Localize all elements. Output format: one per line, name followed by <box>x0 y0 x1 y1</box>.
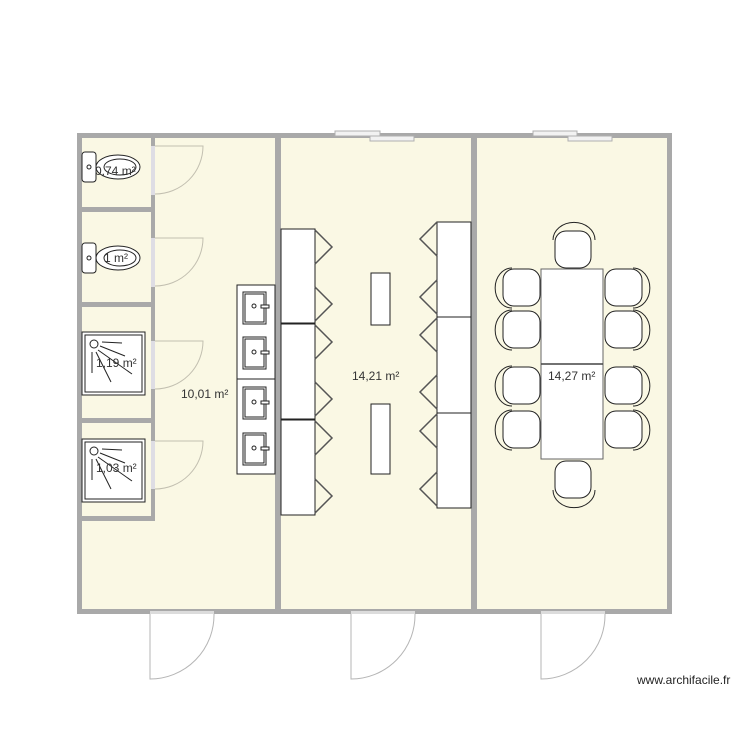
chair-right-2[interactable] <box>604 309 651 351</box>
area-label-dining-room: 14,27 m² <box>548 369 596 383</box>
sink-3[interactable] <box>242 386 270 420</box>
area-label-shower-2: 1,03 m² <box>96 461 137 475</box>
area-label-wc-2: 1 m² <box>104 251 128 265</box>
door-entrance-washroom[interactable] <box>149 611 215 680</box>
sink-4[interactable] <box>242 432 270 466</box>
door-entrance-dining-room[interactable] <box>540 611 606 680</box>
dining-tables <box>540 268 604 460</box>
locker-right-2[interactable] <box>436 316 472 414</box>
locker-left-1[interactable] <box>280 228 316 324</box>
shower-tray-1[interactable] <box>81 331 146 396</box>
bench-1[interactable] <box>370 272 391 326</box>
chairs <box>494 221 651 509</box>
showers <box>81 331 146 503</box>
door-wc-1[interactable] <box>151 145 204 195</box>
toilet-1[interactable] <box>81 151 141 183</box>
wall-partition-2 <box>471 133 477 614</box>
wall-stall-div-4 <box>81 516 155 521</box>
chair-left-2[interactable] <box>494 309 541 351</box>
wall-stall-div-3 <box>81 418 155 423</box>
area-label-locker-room: 14,21 m² <box>352 369 400 383</box>
locker-door-swings <box>314 221 438 514</box>
wall-right <box>667 133 672 614</box>
locker-right-3[interactable] <box>436 412 472 509</box>
wall-stalls <box>151 137 155 521</box>
locker-right-1[interactable] <box>436 221 472 318</box>
lockers <box>280 221 472 516</box>
sink-1[interactable] <box>242 291 270 325</box>
area-label-shower-1: 1,19 m² <box>96 356 137 370</box>
locker-left-3[interactable] <box>280 419 316 516</box>
dining-table-1[interactable] <box>540 268 604 365</box>
toilets <box>81 151 141 274</box>
chair-bottom[interactable] <box>552 460 596 509</box>
chair-right-3[interactable] <box>604 365 651 407</box>
chair-left-3[interactable] <box>494 365 541 407</box>
windows <box>334 130 613 142</box>
sink-2[interactable] <box>242 336 270 370</box>
door-wc-2[interactable] <box>151 237 204 287</box>
door-entrance-locker-room[interactable] <box>350 611 416 680</box>
wall-left <box>77 133 82 614</box>
area-label-washroom: 10,01 m² <box>181 387 229 401</box>
exterior-doors <box>149 611 606 680</box>
wall-stall-div-2 <box>81 302 155 307</box>
window-dining-room[interactable] <box>532 130 613 142</box>
door-shower-2[interactable] <box>151 440 204 490</box>
bench-2[interactable] <box>370 403 391 475</box>
chair-right-4[interactable] <box>604 409 651 451</box>
stall-doors <box>151 145 204 490</box>
watermark-link[interactable]: www.archifacile.fr <box>637 673 731 687</box>
wall-stall-div-1 <box>81 207 155 212</box>
wall-partition-1 <box>275 133 281 614</box>
chair-right-1[interactable] <box>604 267 651 309</box>
chair-left-1[interactable] <box>494 267 541 309</box>
dining-table-2[interactable] <box>540 363 604 460</box>
area-label-wc-1: 0,74 m² <box>95 164 136 178</box>
chair-left-4[interactable] <box>494 409 541 451</box>
chair-top[interactable] <box>552 221 596 269</box>
shower-tray-2[interactable] <box>81 438 146 503</box>
window-locker-room[interactable] <box>334 130 415 142</box>
benches <box>370 272 391 475</box>
door-shower-1[interactable] <box>151 340 204 390</box>
sinks <box>236 284 276 475</box>
locker-left-2[interactable] <box>280 323 316 420</box>
toilet-2[interactable] <box>81 242 141 274</box>
